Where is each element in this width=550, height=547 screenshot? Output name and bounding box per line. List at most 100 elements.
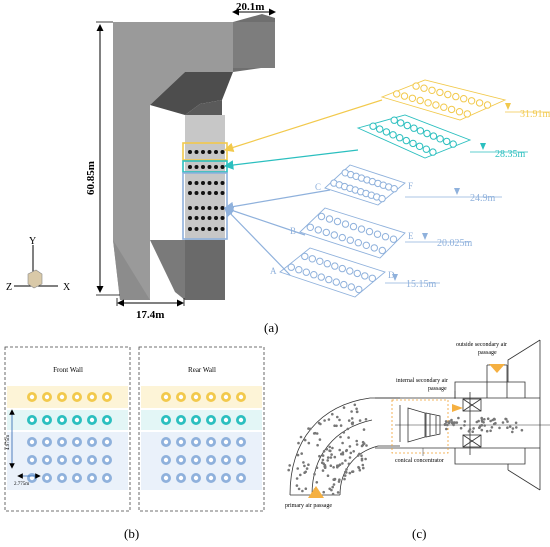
plane-burner	[460, 95, 468, 103]
particle	[331, 412, 334, 416]
particle	[508, 425, 512, 428]
burner-port	[194, 216, 199, 220]
particle	[445, 427, 448, 431]
plane-burner	[331, 262, 339, 270]
plane-burner	[483, 101, 492, 109]
wall-burner-core	[74, 457, 80, 463]
plane-burner	[373, 230, 382, 238]
particle	[326, 474, 330, 478]
plane-burner	[455, 108, 464, 116]
plane-burner	[436, 135, 444, 143]
wall-burner-core	[178, 475, 184, 481]
burner-port	[201, 191, 205, 195]
front-wall-title: Front Wall	[53, 366, 83, 374]
particle	[296, 467, 300, 470]
corner-label: C	[315, 182, 321, 192]
particle	[329, 449, 332, 453]
plane-burner	[389, 131, 397, 139]
level-arrow	[223, 206, 306, 236]
wall-burner-core	[208, 475, 214, 481]
coal-particles	[287, 403, 524, 496]
plane-burner	[416, 127, 425, 135]
plane-burner	[357, 225, 366, 233]
burner-port	[220, 150, 225, 154]
burner-port	[214, 206, 218, 210]
caption-c: (c)	[412, 526, 426, 541]
wall-burner-core	[29, 457, 35, 463]
plane-burner	[396, 134, 404, 142]
primary-air-label: primary air passage	[285, 503, 332, 509]
plane-burner	[365, 227, 374, 236]
wall-band	[141, 410, 262, 430]
plane-burner	[346, 236, 354, 244]
plane-burner	[403, 121, 411, 130]
particle	[326, 459, 330, 462]
wall-burner-core	[223, 439, 229, 445]
particle	[355, 410, 359, 414]
particle	[333, 455, 337, 459]
plane-burner	[429, 148, 437, 156]
plane-burner	[447, 105, 456, 114]
particle	[486, 417, 490, 421]
particle	[505, 417, 508, 421]
plane-burner	[355, 285, 363, 294]
particle	[307, 427, 310, 430]
outside-secondary-label-2: passage	[478, 350, 497, 356]
plane-burner	[325, 215, 334, 223]
burner-port	[194, 165, 199, 169]
particle	[342, 406, 346, 409]
elevation-marker	[422, 233, 428, 240]
wall-burner-grids	[7, 386, 262, 490]
burner-port	[207, 216, 212, 220]
burner-port	[194, 181, 199, 185]
particle	[355, 439, 359, 443]
wall-burner-core	[74, 417, 80, 423]
plane-burner	[424, 99, 432, 107]
wall-burner-core	[29, 475, 35, 481]
wall-burner-core	[163, 475, 169, 481]
plane-burner	[376, 125, 384, 133]
elevation-marker	[505, 103, 511, 110]
elevation-label: 20.025m	[437, 238, 473, 249]
particle	[323, 466, 327, 470]
wall-band	[141, 386, 262, 408]
particle	[336, 415, 339, 419]
particle	[321, 458, 325, 462]
wall-burner-core	[178, 417, 184, 423]
particle	[322, 450, 326, 453]
wall-burner-core	[178, 457, 184, 463]
burner-port	[220, 181, 225, 185]
particle	[345, 449, 348, 453]
plane-burner	[333, 217, 342, 226]
particle	[480, 420, 484, 423]
wall-burner-core	[44, 475, 50, 481]
particle	[338, 448, 342, 452]
corner-label: B	[290, 226, 296, 236]
particle	[321, 469, 325, 472]
particle	[331, 446, 334, 450]
wall-burner-core	[178, 439, 184, 445]
plane-burner	[295, 266, 303, 274]
wall-burner-core	[163, 439, 169, 445]
particle	[288, 464, 292, 467]
plane-burner	[443, 137, 451, 146]
particle	[501, 421, 505, 424]
burner-port	[201, 181, 205, 185]
plane-burner	[349, 222, 358, 231]
particle	[344, 459, 347, 462]
particle	[347, 419, 351, 422]
plane-burner	[322, 228, 330, 237]
rear-wall-title: Rear Wall	[188, 366, 216, 374]
level-plane	[299, 207, 406, 259]
wall-burner-core	[238, 475, 244, 481]
wall-burner-core	[59, 475, 65, 481]
plane-burner	[412, 82, 420, 90]
wall-burner-core	[223, 394, 229, 400]
plane-burner	[381, 233, 390, 241]
plane-burner	[444, 90, 452, 99]
particle	[514, 421, 518, 425]
burner-port	[214, 165, 218, 169]
pitch-markers	[9, 409, 41, 479]
